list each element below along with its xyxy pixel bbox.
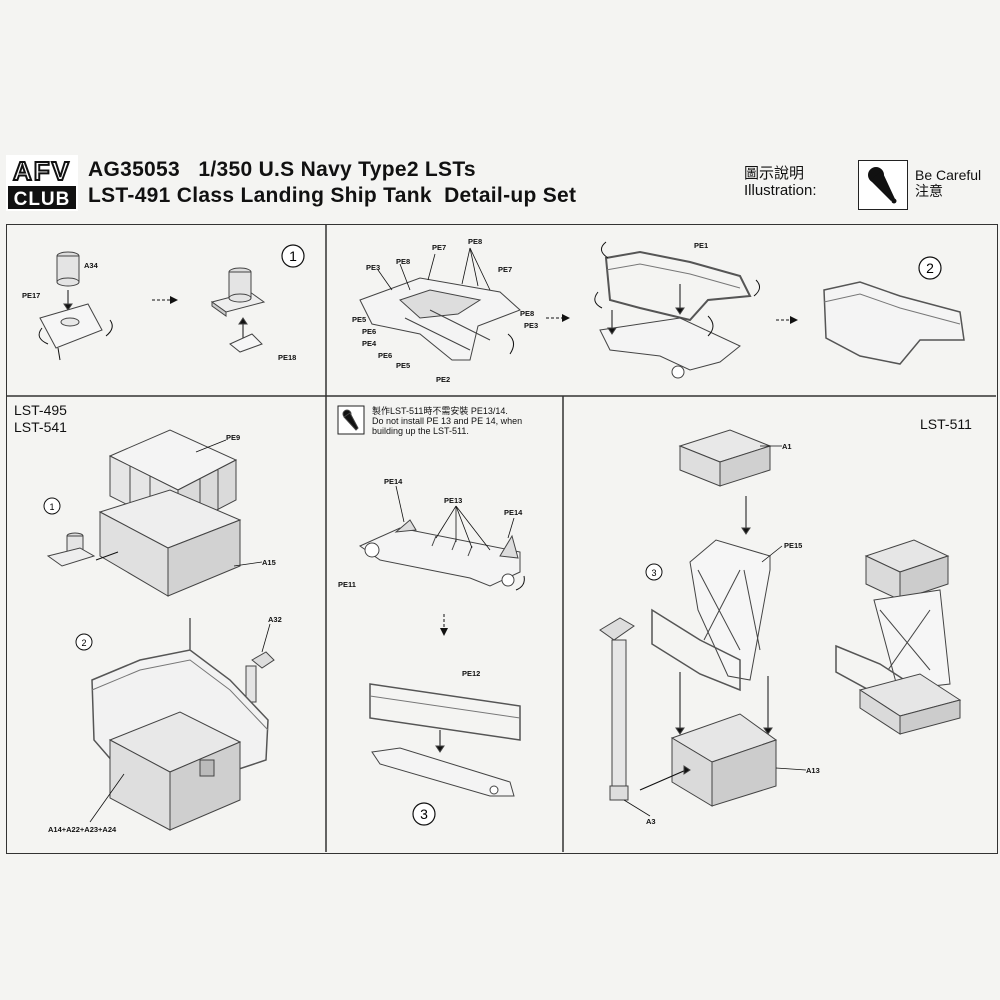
label-pe3-b: PE3 xyxy=(524,321,538,330)
careful-zh: 注意 xyxy=(915,183,943,199)
label-a13: A13 xyxy=(806,766,820,775)
note-zh: 製作LST-511時不需安裝 PE13/14. xyxy=(372,406,508,416)
title-line-2: LST-491 Class Landing Ship Tank Detail-u… xyxy=(88,184,577,207)
note-en-1: Do not install PE 13 and PE 14, when xyxy=(372,416,523,426)
title-line-1: AG35053 1/350 U.S Navy Type2 LSTs xyxy=(88,158,476,181)
label-pe1: PE1 xyxy=(694,241,708,250)
label-pe18: PE18 xyxy=(278,353,296,362)
label-pe8-b: PE8 xyxy=(396,257,410,266)
ref1-number: 1 xyxy=(49,502,54,512)
lst495-diagram xyxy=(43,429,275,831)
label-a1: A1 xyxy=(782,442,792,451)
label-pe12: PE12 xyxy=(462,669,480,678)
label-pe13: PE13 xyxy=(444,496,462,505)
middle-diagram xyxy=(337,405,525,826)
step1-diagram xyxy=(38,244,305,361)
label-pe5-a: PE5 xyxy=(352,315,366,324)
label-pe7-b: PE7 xyxy=(498,265,512,274)
illustration-legend: 圖示說明 Illustration: xyxy=(744,165,817,199)
step2-diagram xyxy=(359,241,965,379)
lst511-diagram xyxy=(599,429,962,817)
pe13-pe14-note: 製作LST-511時不需安裝 PE13/14. Do not install P… xyxy=(372,406,562,436)
be-careful-legend: Be Careful 注意 xyxy=(915,167,981,199)
label-pe5-b: PE5 xyxy=(396,361,410,370)
label-pe14-b: PE14 xyxy=(504,508,523,517)
step1-number: 1 xyxy=(289,248,297,264)
label-a32: A32 xyxy=(268,615,282,624)
label-pe4: PE4 xyxy=(362,339,377,348)
step2-number: 2 xyxy=(926,260,934,276)
label-pe8-c: PE8 xyxy=(520,309,534,318)
label-pe17: PE17 xyxy=(22,291,40,300)
label-pe6-a: PE6 xyxy=(362,327,376,336)
illustration-en: Illustration: xyxy=(744,182,817,199)
label-pe11: PE11 xyxy=(338,580,356,589)
logo-bottom-text: CLUB xyxy=(14,189,71,210)
instruction-frame xyxy=(6,224,998,854)
logo-top-text: AFV xyxy=(13,156,71,186)
label-pe15: PE15 xyxy=(784,541,802,550)
warning-comet-icon xyxy=(868,167,897,204)
label-a15: A15 xyxy=(262,558,276,567)
label-pe14-a: PE14 xyxy=(384,477,403,486)
label-a3: A3 xyxy=(646,817,656,826)
panel-title-lst511: LST-511 xyxy=(920,416,972,432)
label-pe7-a: PE7 xyxy=(432,243,446,252)
panel-title-lst495: LST-495 LST-541 xyxy=(14,402,67,436)
label-pe8-a: PE8 xyxy=(468,237,482,246)
be-careful-icon-box xyxy=(858,160,908,210)
step3-number: 3 xyxy=(420,806,428,822)
label-pe2: PE2 xyxy=(436,375,450,384)
label-pe9: PE9 xyxy=(226,433,240,442)
label-pe6-b: PE6 xyxy=(378,351,392,360)
note-en-2: building up the LST-511. xyxy=(372,426,469,436)
afv-club-logo: AFV CLUB xyxy=(6,155,78,211)
ref3-number: 3 xyxy=(651,568,656,578)
ref2-number: 2 xyxy=(81,638,86,648)
label-pe3-a: PE3 xyxy=(366,263,380,272)
label-a14-group: A14+A22+A23+A24 xyxy=(48,825,117,834)
lst541-label: LST-541 xyxy=(14,419,67,435)
careful-en: Be Careful xyxy=(915,167,982,183)
lst495-label: LST-495 xyxy=(14,402,67,418)
illustration-zh: 圖示說明 xyxy=(744,165,805,182)
label-a34: A34 xyxy=(84,261,99,270)
